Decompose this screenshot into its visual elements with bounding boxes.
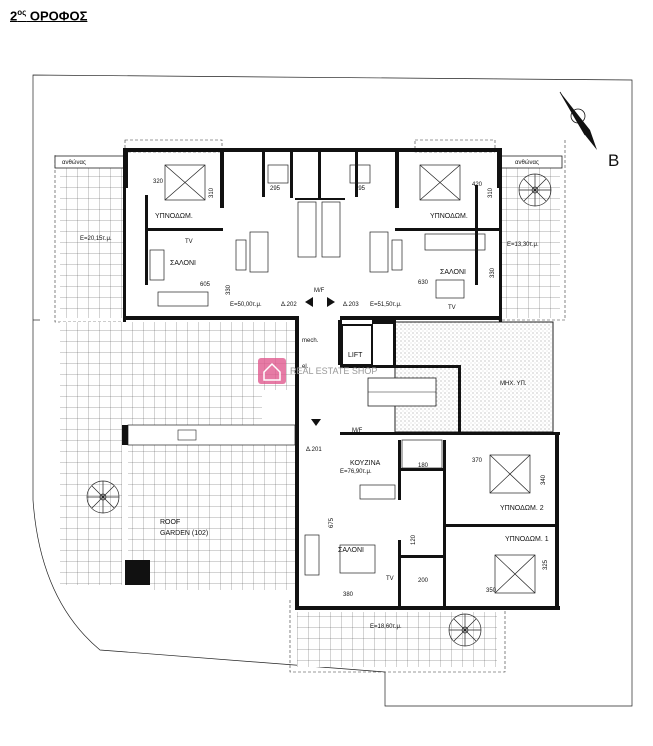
sofa-left [149, 249, 209, 307]
label-saloni-bottom: ΣΑΛΟΝΙ [338, 547, 364, 554]
label-anthonas-left: ανθώνας [62, 160, 86, 166]
label-bedroom-2: ΥΠΝΟΔΩΜ. 2 [500, 505, 544, 512]
veranda-left [60, 168, 126, 318]
plot-boundary [32, 74, 633, 707]
dim-295-left: 295 [270, 186, 281, 192]
kitchen-right [369, 231, 403, 273]
label-roof-garden: GARDEN (102) [160, 530, 208, 537]
dim-340: 340 [541, 474, 547, 485]
dim-420: 420 [472, 182, 483, 188]
dim-310-left: 310 [209, 187, 215, 198]
dim-120: 120 [411, 534, 417, 545]
area-flat-left: E=50,00τ.μ. [230, 302, 262, 308]
area-veranda-left: E=20,15τ.μ. [80, 236, 112, 242]
label-anthonas-right: ανθώνας [515, 160, 539, 166]
label-mf-bottom: M/F [352, 428, 363, 434]
sofa-right [424, 233, 486, 299]
mech-room [394, 321, 554, 433]
dim-380: 380 [343, 592, 354, 598]
dim-370: 370 [472, 458, 483, 464]
label-bedroom-left: ΥΠΝΟΔΩΜ. [155, 213, 193, 220]
watermark-logo [258, 358, 286, 384]
dim-675: 675 [329, 517, 335, 528]
door-d203: Δ.203 [343, 302, 359, 308]
bed-right [419, 164, 461, 201]
dim-325: 325 [543, 559, 549, 570]
area-flat-bottom: E=76,90τ.μ. [340, 469, 372, 475]
dim-630: 630 [418, 280, 429, 286]
label-mech-room: ΜΗΧ. ΥΠ. [500, 381, 527, 387]
dim-295-right: 295 [355, 186, 366, 192]
roof-terrace [60, 322, 295, 432]
page-title: 2ος ΟΡΟΦΟΣ [10, 8, 88, 24]
area-veranda-right: E=13,30τ.μ. [507, 242, 539, 248]
kitchen-left [235, 231, 269, 273]
north-label: B [608, 151, 619, 170]
veranda-right [500, 168, 560, 318]
spiral-stair-bottom [448, 613, 482, 647]
dim-605: 605 [200, 282, 211, 288]
tv-right: TV [448, 305, 456, 311]
label-roof: ROOF [160, 519, 180, 526]
dim-320: 320 [153, 179, 164, 185]
north-arrow-icon [559, 91, 597, 150]
door-d202: Δ.202 [281, 302, 297, 308]
dim-200: 200 [418, 578, 429, 584]
spiral-stair-right [518, 173, 552, 207]
label-bedroom-right: ΥΠΝΟΔΩΜ. [430, 213, 468, 220]
bathrooms-top [267, 164, 371, 258]
door-d201: Δ.201 [306, 447, 322, 453]
tv-left: TV [185, 239, 193, 245]
bed-2 [489, 454, 531, 494]
dim-350: 350 [486, 588, 497, 594]
terrace-left-strip [60, 432, 122, 585]
dim-180: 180 [418, 463, 429, 469]
spiral-stair-left [86, 480, 120, 514]
label-lift: LIFT [348, 352, 363, 359]
label-saloni-right: ΣΑΛΟΝΙ [440, 269, 466, 276]
kitchen-bottom [359, 439, 443, 500]
bed-1 [494, 554, 536, 594]
area-veranda-bottom: E=18,60τ.μ. [370, 624, 402, 630]
staircase [367, 377, 437, 407]
label-saloni-left: ΣΑΛΟΝΙ [170, 260, 196, 267]
label-bedroom-1: ΥΠΝΟΔΩΜ. 1 [505, 536, 549, 543]
label-el: el. [302, 364, 309, 370]
entry-arrow-icons [305, 297, 335, 426]
bed-left [164, 164, 206, 201]
lift-shaft [341, 324, 373, 366]
overhang-outline [54, 140, 566, 323]
watermark-text: REAL ESTATE SHOP [290, 366, 377, 376]
label-mf-top: M/F [314, 288, 325, 294]
dim-330-right: 330 [490, 267, 496, 278]
label-kouzina: ΚΟΥΖΙΝΑ [350, 460, 381, 467]
tv-bottom: TV [386, 576, 394, 582]
sofa-bottom [304, 534, 376, 576]
dim-330-left: 330 [226, 284, 232, 295]
area-flat-right: E=51,50τ.μ. [370, 302, 402, 308]
veranda-bottom [297, 612, 497, 667]
dim-310-right: 310 [488, 187, 494, 198]
roof-garden [128, 445, 295, 590]
label-mech: mech. [302, 338, 319, 344]
